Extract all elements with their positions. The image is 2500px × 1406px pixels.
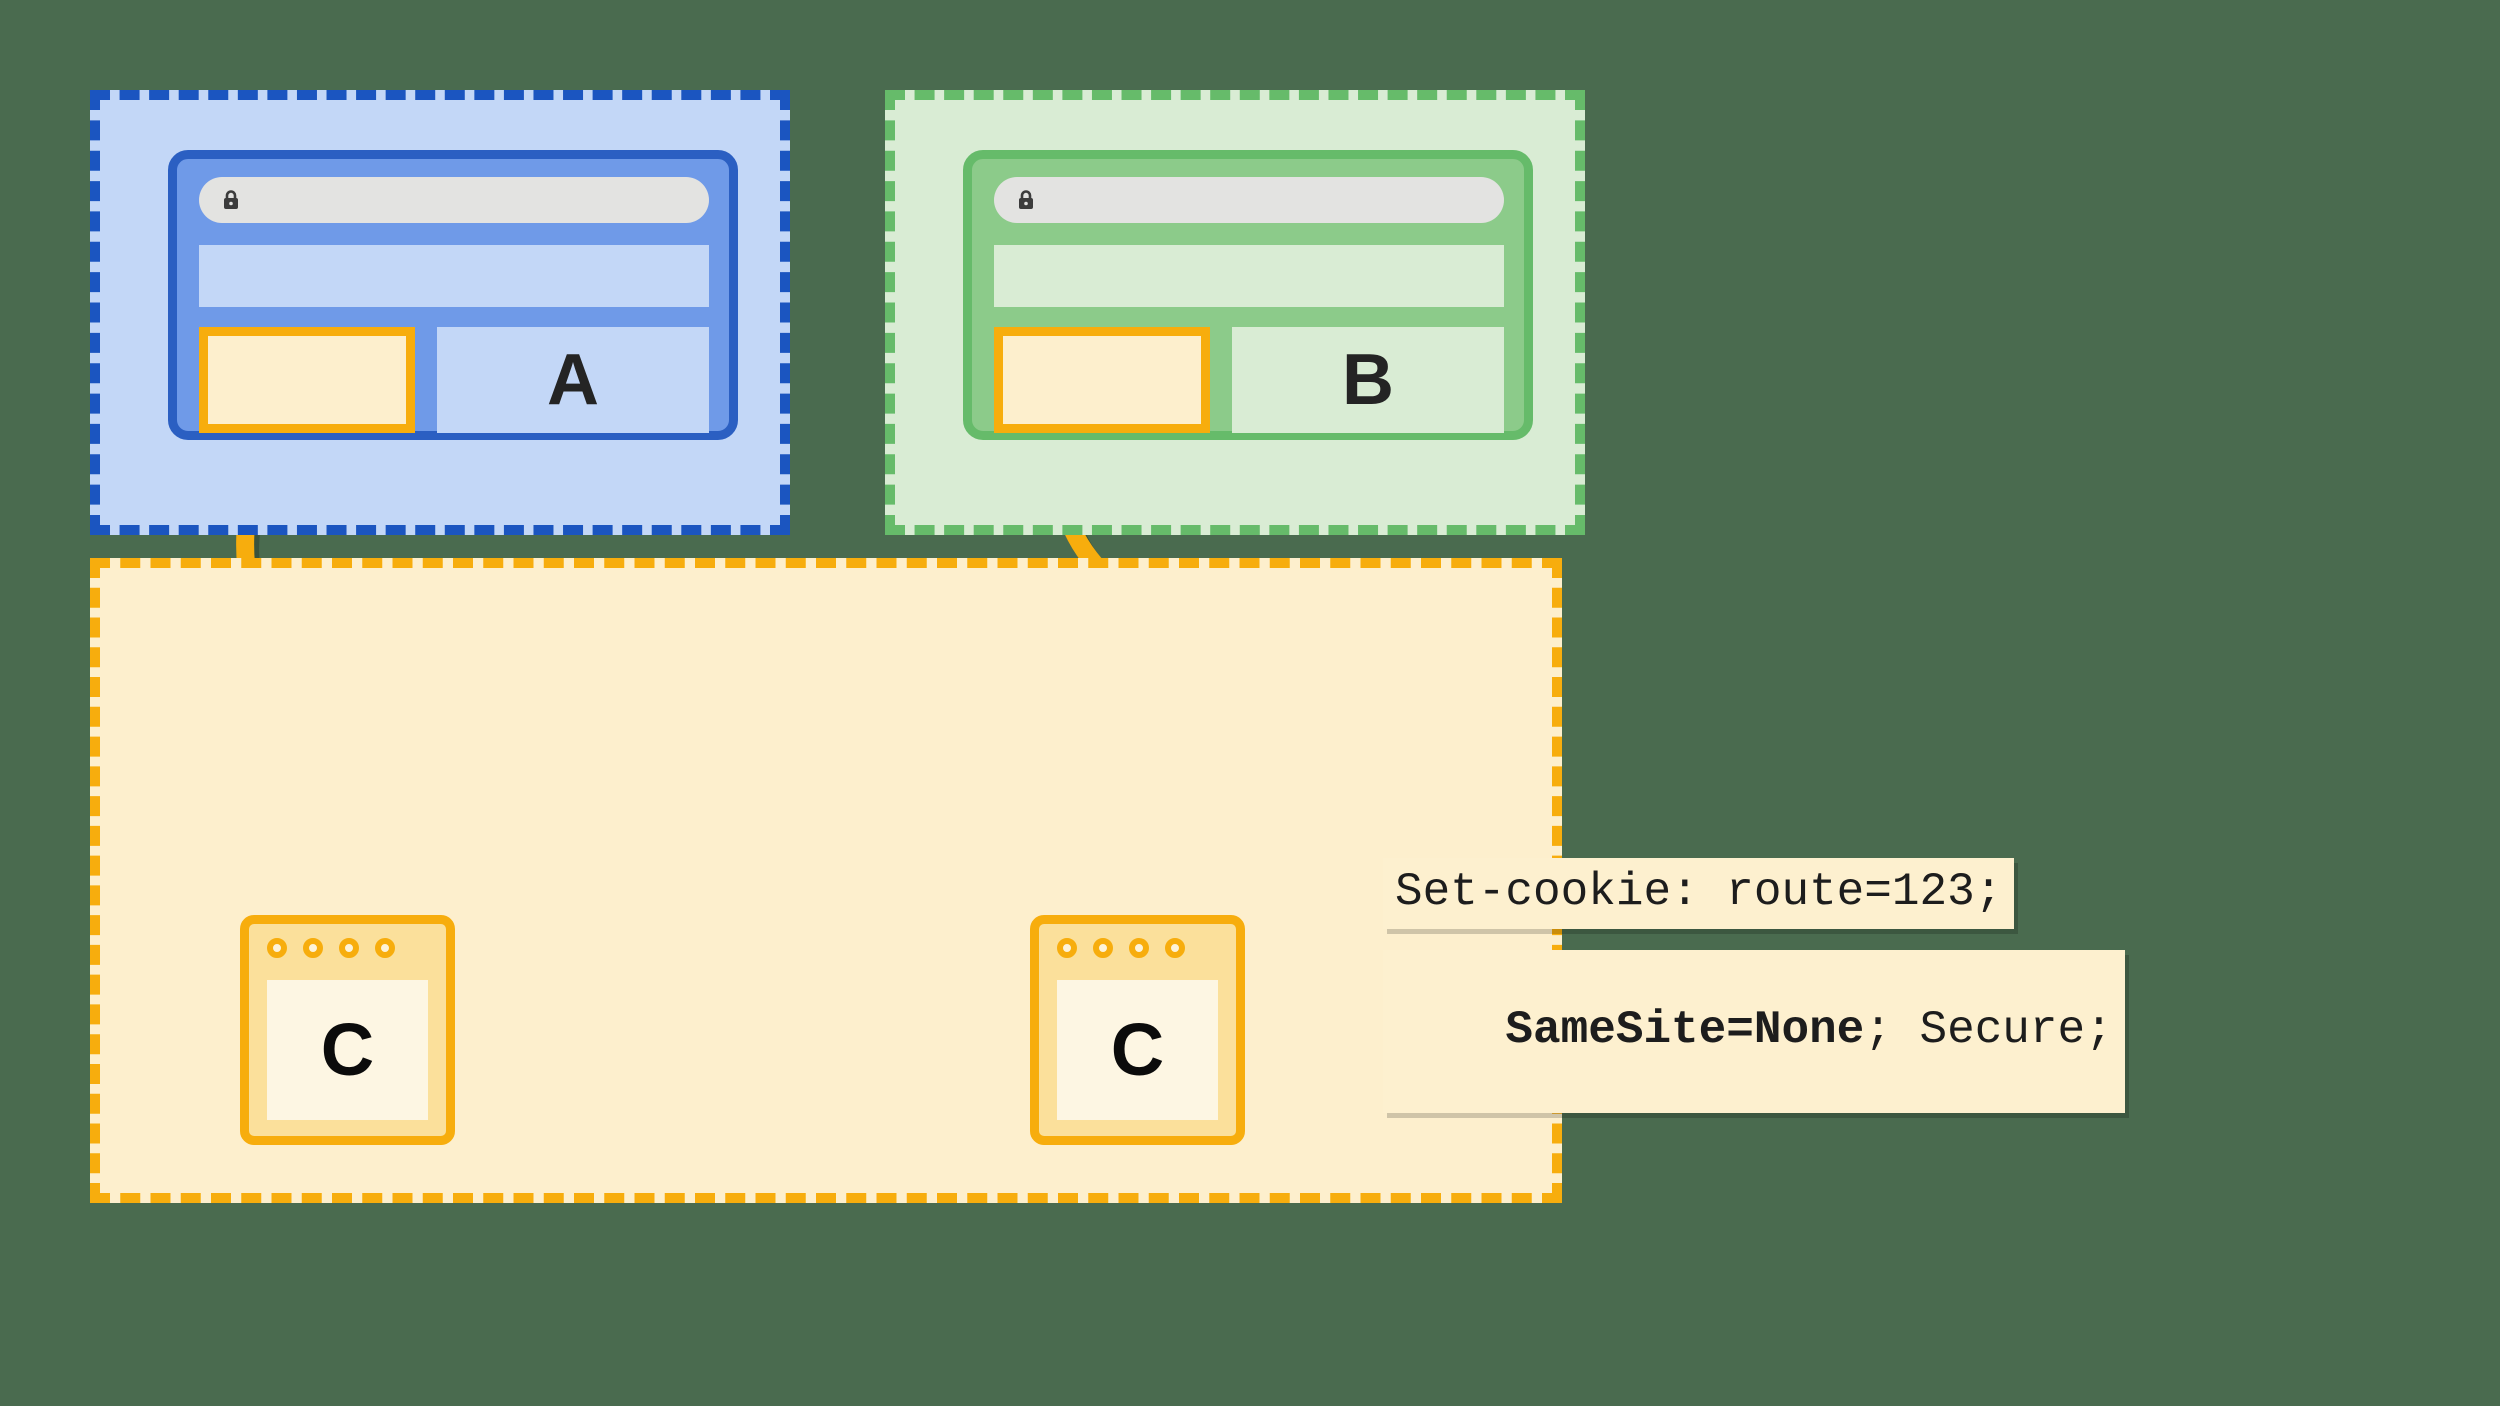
server-dot	[1165, 938, 1185, 958]
browser-window-a[interactable]: A	[168, 150, 738, 440]
server-dots-right	[1057, 938, 1185, 958]
set-cookie-label-line1: Set-cookie: route=123;	[1383, 858, 2015, 929]
address-bar-b[interactable]	[994, 177, 1504, 223]
server-letter-right: C	[1110, 1008, 1165, 1091]
set-cookie-label-line2: SameSite=None; Secure;	[1383, 950, 2125, 1113]
site-b-boundary: B	[885, 90, 1585, 535]
server-dot	[375, 938, 395, 958]
embedded-third-party-frame-b[interactable]	[994, 327, 1210, 433]
site-letter-a: A	[437, 327, 709, 433]
server-screen-left: C	[267, 980, 428, 1120]
site-letter-b: B	[1232, 327, 1504, 433]
content-strip-b	[994, 245, 1504, 307]
server-screen-right: C	[1057, 980, 1218, 1120]
embedded-third-party-frame-a[interactable]	[199, 327, 415, 433]
server-dot	[1129, 938, 1149, 958]
server-dots-left	[267, 938, 395, 958]
lock-icon	[1014, 188, 1038, 212]
secure-token: ; Secure;	[1864, 1004, 2113, 1056]
server-letter-left: C	[320, 1008, 375, 1091]
server-right[interactable]: C	[1030, 915, 1245, 1145]
server-dot	[1057, 938, 1077, 958]
server-dot	[339, 938, 359, 958]
server-dot	[303, 938, 323, 958]
content-strip-a	[199, 245, 709, 307]
server-dot	[1093, 938, 1113, 958]
address-bar-a[interactable]	[199, 177, 709, 223]
server-left[interactable]: C	[240, 915, 455, 1145]
content-tiles-b: B	[994, 327, 1504, 433]
site-a-boundary: A	[90, 90, 790, 535]
samesite-none-token: SameSite=None	[1505, 1004, 1865, 1056]
browser-window-b[interactable]: B	[963, 150, 1533, 440]
lock-icon	[219, 188, 243, 212]
content-tiles-a: A	[199, 327, 709, 433]
server-dot	[267, 938, 287, 958]
